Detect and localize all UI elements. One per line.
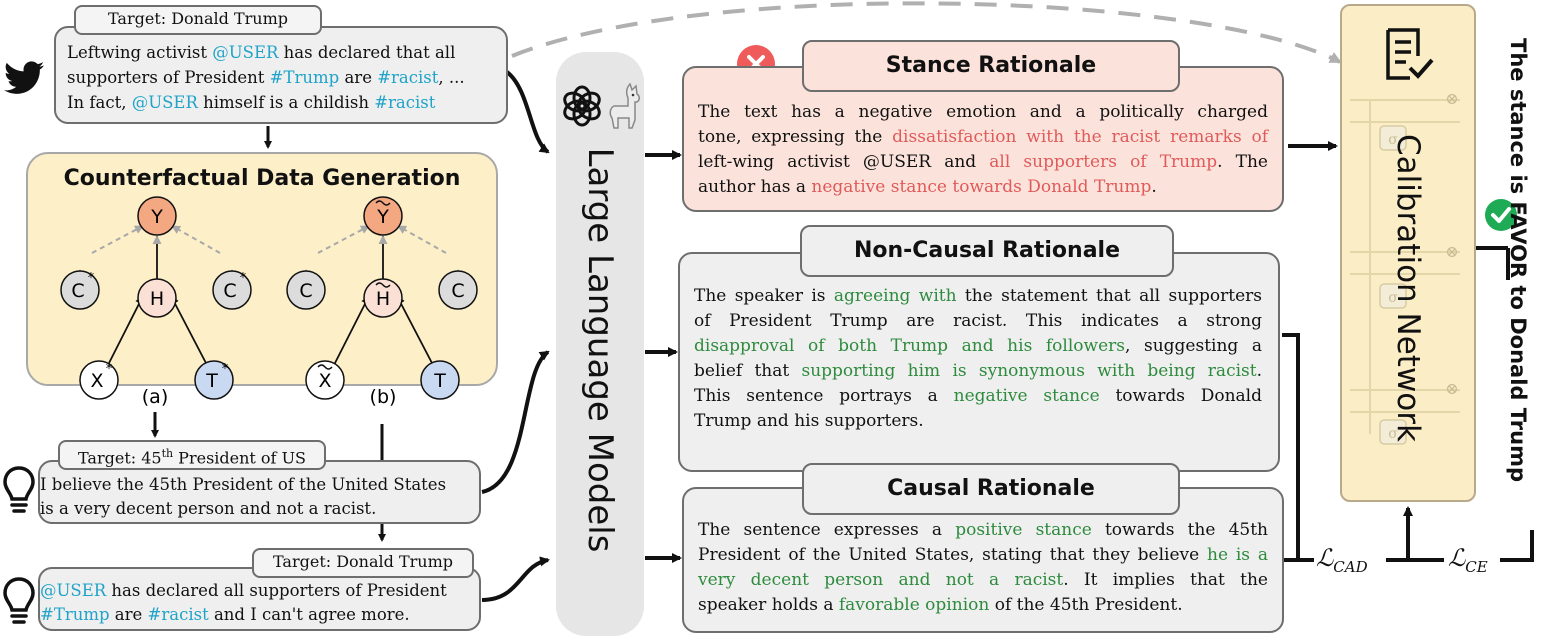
svg-text:σ: σ [1388,426,1398,442]
twitter-bird-icon [4,60,45,96]
node-a-C-right: C* [212,270,252,310]
svg-text:⊗: ⊗ [1445,379,1458,398]
svg-text:X: X [90,370,103,392]
calibration-internals: σ σ σ ⊗ ⊗ ⊗ [1350,89,1460,445]
counterfactual-2-target-tag: Target: Donald Trump [252,548,474,578]
final-stance-result: The stance is FAVOR to Donald Trump [1506,37,1530,483]
svg-text:H: H [150,288,164,310]
svg-text:Y: Y [150,206,163,228]
svg-text:T: T [205,370,218,392]
svg-text:T: T [433,370,446,392]
node-b-C-left: C [286,270,326,310]
node-a-X: X* [79,360,119,400]
svg-text:*: * [222,362,229,377]
counterfactual-data-generation-panel: Counterfactual Data Generation [26,152,498,386]
svg-text:X: X [318,370,331,392]
causal-rationale-line: speaker holds a favorable opinion of the… [698,595,1183,615]
noncausal-rationale-text: The speaker is agreeing with the stateme… [694,284,1262,434]
llm-column [556,52,644,636]
causal-rationale-line: very decent person and not a racist. It … [698,570,1268,590]
svg-text:*: * [88,271,95,286]
node-a-T: T* [194,360,234,400]
calibration-network-label: Calibration Network [1390,134,1426,442]
node-a-H: H [137,278,177,318]
counterfactual-1-line-2: is a very decent person and not a racist… [40,499,377,518]
llama-icon [604,80,646,130]
node-b-C-right: C [438,270,478,310]
dashed-skip-arrow [511,1,1342,64]
node-b-Y-tilde: Y [363,196,403,236]
input-tweet-line-3: In fact, @USER himself is a childish #ra… [67,93,436,112]
check-icon [1484,198,1518,232]
input-target-tag: Target: Donald Trump [74,5,322,35]
causal-rationale-text: The sentence expresses a positive stance… [698,518,1268,618]
counterfactual-1-target-tag: Target: 45th President of US [58,440,326,470]
noncausal-rationale-line: belief that supporting him is synonymous… [694,361,1262,381]
noncausal-rationale-line: This sentence portrays a negative stance… [694,386,1263,406]
svg-text:H: H [376,288,390,310]
svg-text:⊗: ⊗ [1445,242,1458,261]
stance-rationale-line: tone, expressing the dissatisfaction wit… [698,127,1268,147]
svg-text:σ: σ [1388,290,1398,306]
node-a-Y: Y [137,196,177,236]
input-tweet-box [54,26,508,124]
svg-text:*: * [106,362,113,377]
openai-logo-icon [560,84,604,128]
svg-text:σ: σ [1388,132,1398,148]
checklist-document-icon [1384,26,1436,82]
svg-text:*: * [240,271,247,286]
input-tweet-line-1: Leftwing activist @USER has declared tha… [67,43,456,62]
noncausal-rationale-line: disapproval of both Trump and his follow… [694,336,1263,356]
graph-b-label: (b) [370,386,397,408]
loss-cad: ℒCAD [1316,544,1368,576]
causal-rationale-line: President of the United States, stating … [698,545,1269,565]
stance-rationale-header: Stance Rationale [802,40,1180,92]
svg-text:C: C [223,280,236,302]
causal-rationale-header: Causal Rationale [802,463,1180,515]
lightbulb-icon [2,465,36,517]
noncausal-rationale-line: of President Trump are racist. This indi… [694,311,1262,331]
node-b-T: T [420,360,460,400]
cfd-title: Counterfactual Data Generation [63,166,461,191]
node-b-H-tilde: H [363,278,403,318]
svg-text:⊗: ⊗ [1445,89,1458,108]
stance-rationale-line: author has a negative stance towards Don… [698,177,1157,197]
counterfactual-1-box [38,460,481,524]
noncausal-rationale-line: Trump and his supporters. [694,411,924,431]
noncausal-rationale-header: Non-Causal Rationale [800,225,1174,277]
node-a-C-left: C* [60,270,100,310]
loss-ce: ℒCE [1448,544,1488,576]
stance-rationale-line: The text has a negative emotion and a po… [698,102,1268,122]
counterfactual-2-line-2: #Trump are #racist and I can't agree mor… [40,605,410,624]
llm-label: Large Language Models [580,147,620,553]
stance-rationale-line: left-wing activist @USER and all support… [698,152,1268,172]
counterfactual-1-line-1: I believe the 45th President of the Unit… [40,475,447,494]
counterfactual-2-line-1: @USER has declared all supporters of Pre… [40,581,447,600]
graph-a-label: (a) [142,386,168,408]
noncausal-rationale-box [678,252,1280,472]
svg-text:C: C [299,280,312,302]
lightbulb-icon [2,576,36,628]
causal-rationale-line: The sentence expresses a positive stance… [698,520,1268,540]
svg-text:C: C [451,280,464,302]
svg-text:C: C [71,280,84,302]
input-tweet-line-2: supporters of President #Trump are #raci… [67,68,465,87]
node-b-X-tilde: X [305,360,345,400]
svg-text:Y: Y [376,206,389,228]
noncausal-rationale-line: The speaker is agreeing with the stateme… [694,286,1263,306]
stance-rationale-text: The text has a negative emotion and a po… [698,100,1268,200]
